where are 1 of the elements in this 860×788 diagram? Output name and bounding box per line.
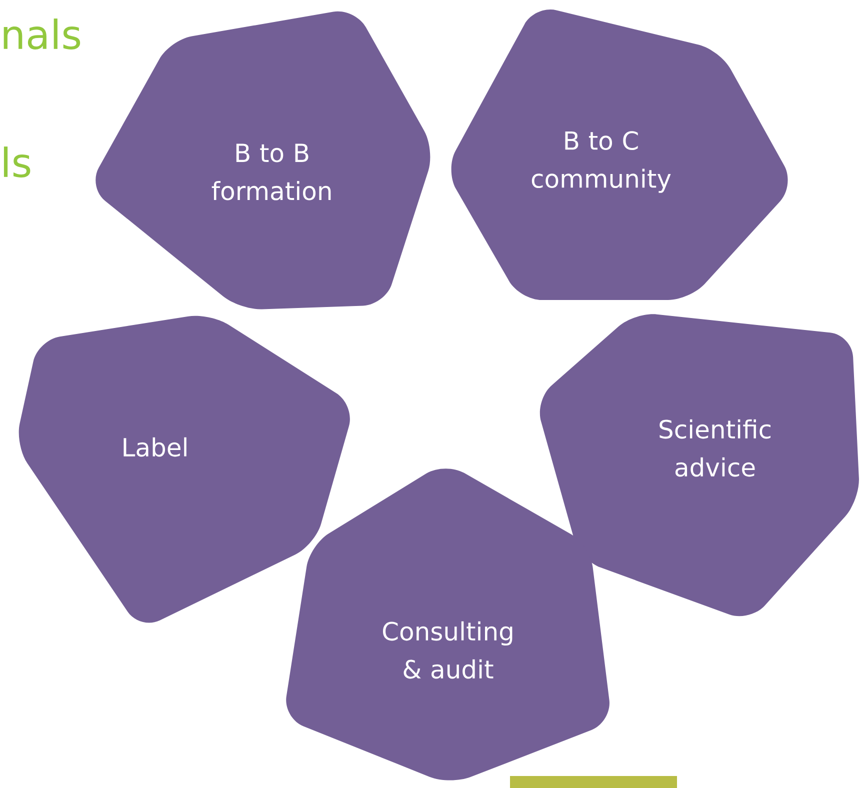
heading-text: ls xyxy=(4,146,30,178)
